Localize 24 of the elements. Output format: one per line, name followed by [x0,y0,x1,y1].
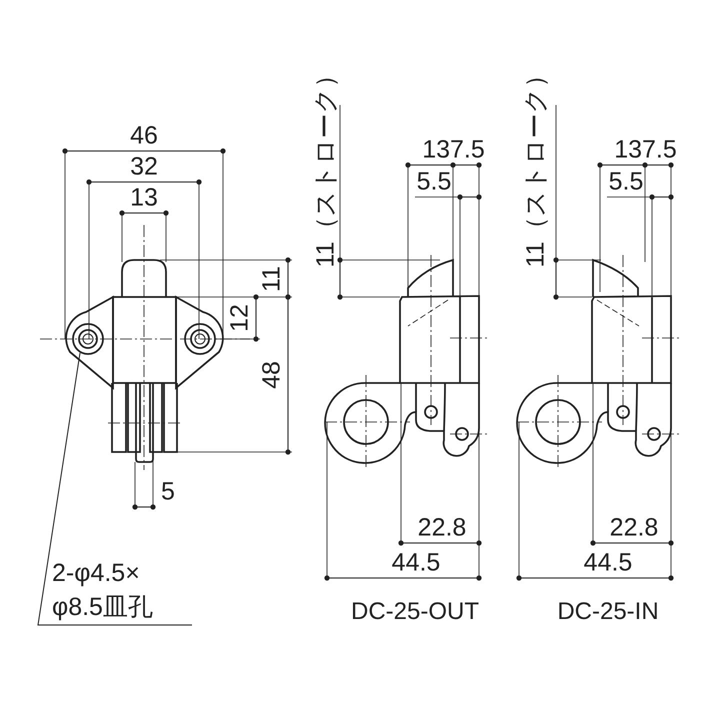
dimension-text: 7.5 [450,138,485,162]
dimension-text: 48 [260,361,284,389]
dimension-text: 46 [130,124,158,148]
dimension-text: 11 [260,266,284,292]
dimension-text: 7.5 [642,138,677,162]
dimension-text: 44.5 [392,550,440,576]
view-title: DC-25-OUT [351,600,479,624]
dimension-text: 22.8 [418,516,466,540]
dimension-text: 22.8 [610,516,658,540]
leader-line [37,352,192,626]
note-text: 2-φ4.5× φ8.5皿孔 [52,556,192,624]
dimension-text: 13 [130,186,158,210]
dimension-text: 13 [614,138,642,162]
mounting-hole [72,323,104,355]
dimension-text: 5.5 [608,170,644,194]
dimension-text: 5.5 [416,170,452,194]
dimension-text: 13 [422,138,450,162]
dimension-text: 44.5 [584,550,632,576]
dimension-text: 5 [161,480,175,504]
dimension-text: 32 [130,154,158,180]
dimension-text: 12 [228,304,252,332]
dimension-text: 11（ストローク） [524,62,548,268]
dimension-text: 11（ストローク） [314,62,338,268]
view-title: DC-25-IN [557,600,659,624]
